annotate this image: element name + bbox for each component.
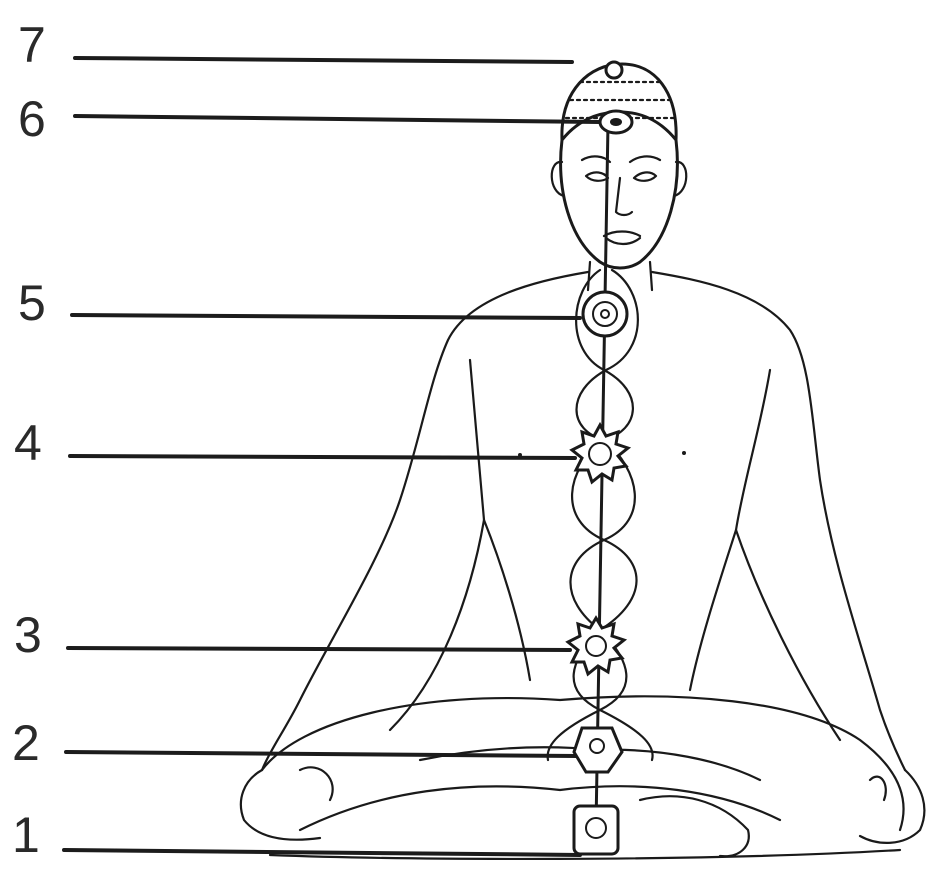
chakra-6-third-eye [600, 111, 632, 133]
leader-line-5 [72, 315, 580, 318]
leader-line-7 [75, 58, 572, 62]
right-arm [652, 272, 905, 770]
chakra-1-root [574, 806, 618, 854]
left-hand [241, 767, 333, 839]
chakra-5-throat [583, 292, 627, 336]
chakra-2-sacral [574, 728, 622, 772]
chakra-7-crown [606, 62, 622, 78]
label-7: 7 [18, 17, 46, 73]
leader-line-2 [66, 752, 578, 756]
label-4: 4 [14, 415, 42, 471]
leader-line-1 [64, 850, 580, 855]
label-1: 1 [12, 807, 40, 863]
leader-line-6 [75, 116, 600, 122]
label-5: 5 [18, 275, 46, 331]
leader-line-3 [68, 648, 570, 650]
right-hand [860, 770, 924, 843]
label-6: 6 [18, 91, 46, 147]
leader-line-4 [70, 456, 575, 458]
label-3: 3 [14, 607, 42, 663]
left-arm [262, 272, 588, 770]
label-2: 2 [12, 715, 40, 771]
